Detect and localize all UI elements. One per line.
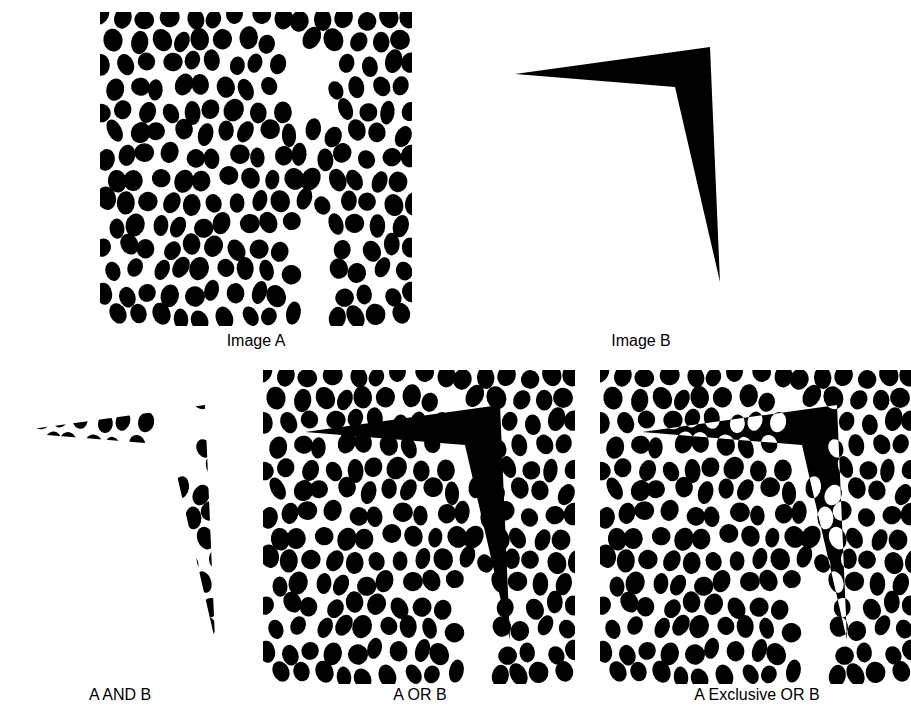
- panel-caption: Image B: [611, 331, 671, 350]
- spot-layer: [600, 370, 911, 684]
- xor-clip-group: [600, 370, 911, 684]
- panel-caption: A OR B: [393, 685, 446, 704]
- chevron-shape: [642, 405, 847, 640]
- panel-caption: Image A: [227, 331, 286, 350]
- spot-layer: [600, 370, 911, 684]
- spot-layer: [0, 359, 305, 692]
- panel-caption: A Exclusive OR B: [694, 685, 819, 704]
- and-clip-group: [0, 359, 305, 692]
- chevron-shape: [305, 405, 510, 640]
- image-b: [515, 47, 720, 282]
- a-and-b: [0, 359, 305, 692]
- spot-layer: [100, 12, 412, 326]
- spot-layer: [263, 370, 575, 684]
- image-a: [100, 12, 412, 326]
- a-or-b: [263, 370, 575, 684]
- panel-caption: A AND B: [89, 685, 151, 704]
- chevron-shape: [515, 47, 720, 282]
- a-xor-b: [600, 370, 911, 684]
